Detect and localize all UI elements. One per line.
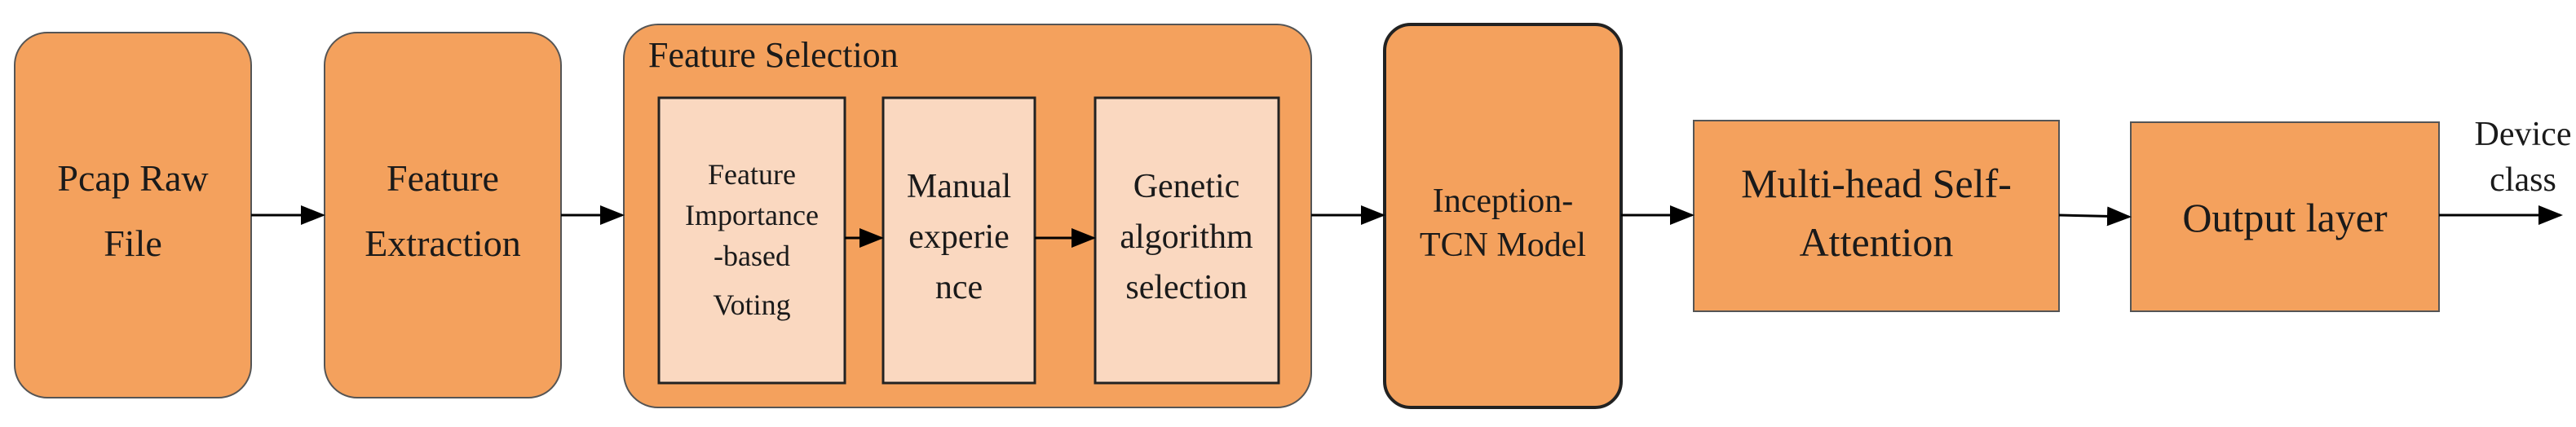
manual-box-shape xyxy=(881,96,1036,385)
manual-line-2: experie xyxy=(908,218,1010,256)
extraction-line-1: Feature xyxy=(387,157,499,199)
inception-tcn-box: Inception- TCN Model xyxy=(1383,23,1623,409)
arrow-attention-to-output xyxy=(2058,206,2132,227)
manual-experience-box: Manual experie nce xyxy=(881,96,1036,385)
genetic-line-1: Genetic xyxy=(1133,168,1240,205)
pcap-raw-file-box: Pcap Raw File xyxy=(14,32,252,398)
attention-box-shape xyxy=(1693,120,2060,312)
importance-line-1: Feature xyxy=(708,158,796,191)
output-layer-box: Output layer xyxy=(2130,121,2440,312)
selection-title: Feature Selection xyxy=(648,35,899,75)
manual-line-1: Manual xyxy=(907,168,1011,205)
genetic-box-shape xyxy=(1094,96,1280,385)
output-box-shape xyxy=(2130,121,2440,312)
importance-line-2: Importance xyxy=(685,199,819,231)
genetic-line-3: selection xyxy=(1125,269,1247,306)
output-line-1: Output layer xyxy=(2182,195,2388,240)
inception-line-1: Inception- xyxy=(1433,183,1574,220)
extraction-line-2: Extraction xyxy=(365,222,521,264)
importance-line-3: -based xyxy=(714,240,790,272)
manual-line-3: nce xyxy=(935,269,983,306)
importance-voting-box: Feature Importance -based Voting xyxy=(657,96,846,385)
device-class-line-2: class xyxy=(2490,161,2556,199)
multi-head-attention-box: Multi-head Self- Attention xyxy=(1693,120,2060,312)
genetic-line-2: algorithm xyxy=(1120,218,1253,256)
pcap-line-2: File xyxy=(104,222,162,264)
device-class-line-1: Device xyxy=(2475,116,2572,153)
importance-box-shape xyxy=(657,96,846,385)
attention-line-2: Attention xyxy=(1800,219,1954,265)
attention-line-1: Multi-head Self- xyxy=(1741,161,2012,206)
pcap-line-1: Pcap Raw xyxy=(57,157,209,199)
genetic-algorithm-box: Genetic algorithm selection xyxy=(1094,96,1280,385)
extraction-box-shape xyxy=(324,32,562,398)
inception-line-2: TCN Model xyxy=(1420,227,1586,264)
pcap-box-shape xyxy=(14,32,252,398)
importance-line-4: Voting xyxy=(713,288,790,321)
feature-extraction-box: Feature Extraction xyxy=(324,32,562,398)
feature-selection-group: Feature Selection Feature Importance -ba… xyxy=(623,24,1312,408)
